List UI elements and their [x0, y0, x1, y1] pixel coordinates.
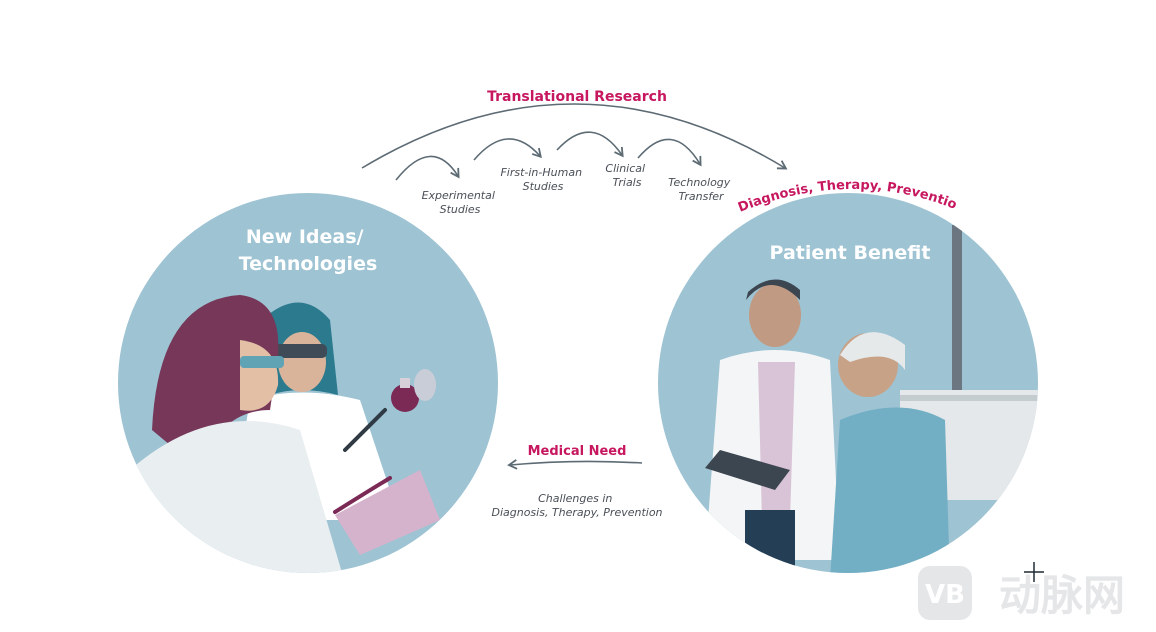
- step-label-first-in-human: First-in-Human Studies: [500, 166, 585, 193]
- medical-need-label: Medical Need: [528, 444, 627, 459]
- svg-text:New Ideas/ Technologies: New Ideas/ Technologies: [239, 226, 378, 275]
- watermark-badge: [918, 566, 972, 620]
- left-circle-title-line1: New Ideas/: [246, 226, 364, 248]
- step-arc-4: [637, 138, 702, 167]
- step-label-clinical: Clinical Trials: [605, 162, 648, 189]
- medical-need-arrow: [507, 459, 643, 470]
- left-circle: New Ideas/ Technologies: [118, 193, 498, 573]
- step-arc-2: [473, 138, 542, 161]
- right-circle-title: Patient Benefit: [770, 242, 931, 264]
- left-circle-title-line2: Technologies: [239, 253, 378, 275]
- watermark: VB 动脉网: [918, 566, 1125, 620]
- step-label-technology: Technology Transfer: [668, 176, 734, 203]
- watermark-text: 动脉网: [999, 571, 1125, 620]
- step-arc-3: [556, 131, 624, 158]
- outcome-label: Diagnosis, Therapy, Prevention: [0, 0, 959, 216]
- translational-research-arc: [361, 103, 788, 170]
- bottom-caption: Challenges in Diagnosis, Therapy, Preven…: [491, 492, 662, 519]
- step-arc-1: [395, 155, 460, 181]
- watermark-badge-text: VB: [925, 580, 965, 610]
- translational-research-label: Translational Research: [487, 89, 667, 105]
- step-label-experimental: Experimental Studies: [422, 189, 499, 216]
- right-circle: Patient Benefit: [658, 193, 1038, 573]
- crosshair-cursor-icon: [1024, 562, 1044, 582]
